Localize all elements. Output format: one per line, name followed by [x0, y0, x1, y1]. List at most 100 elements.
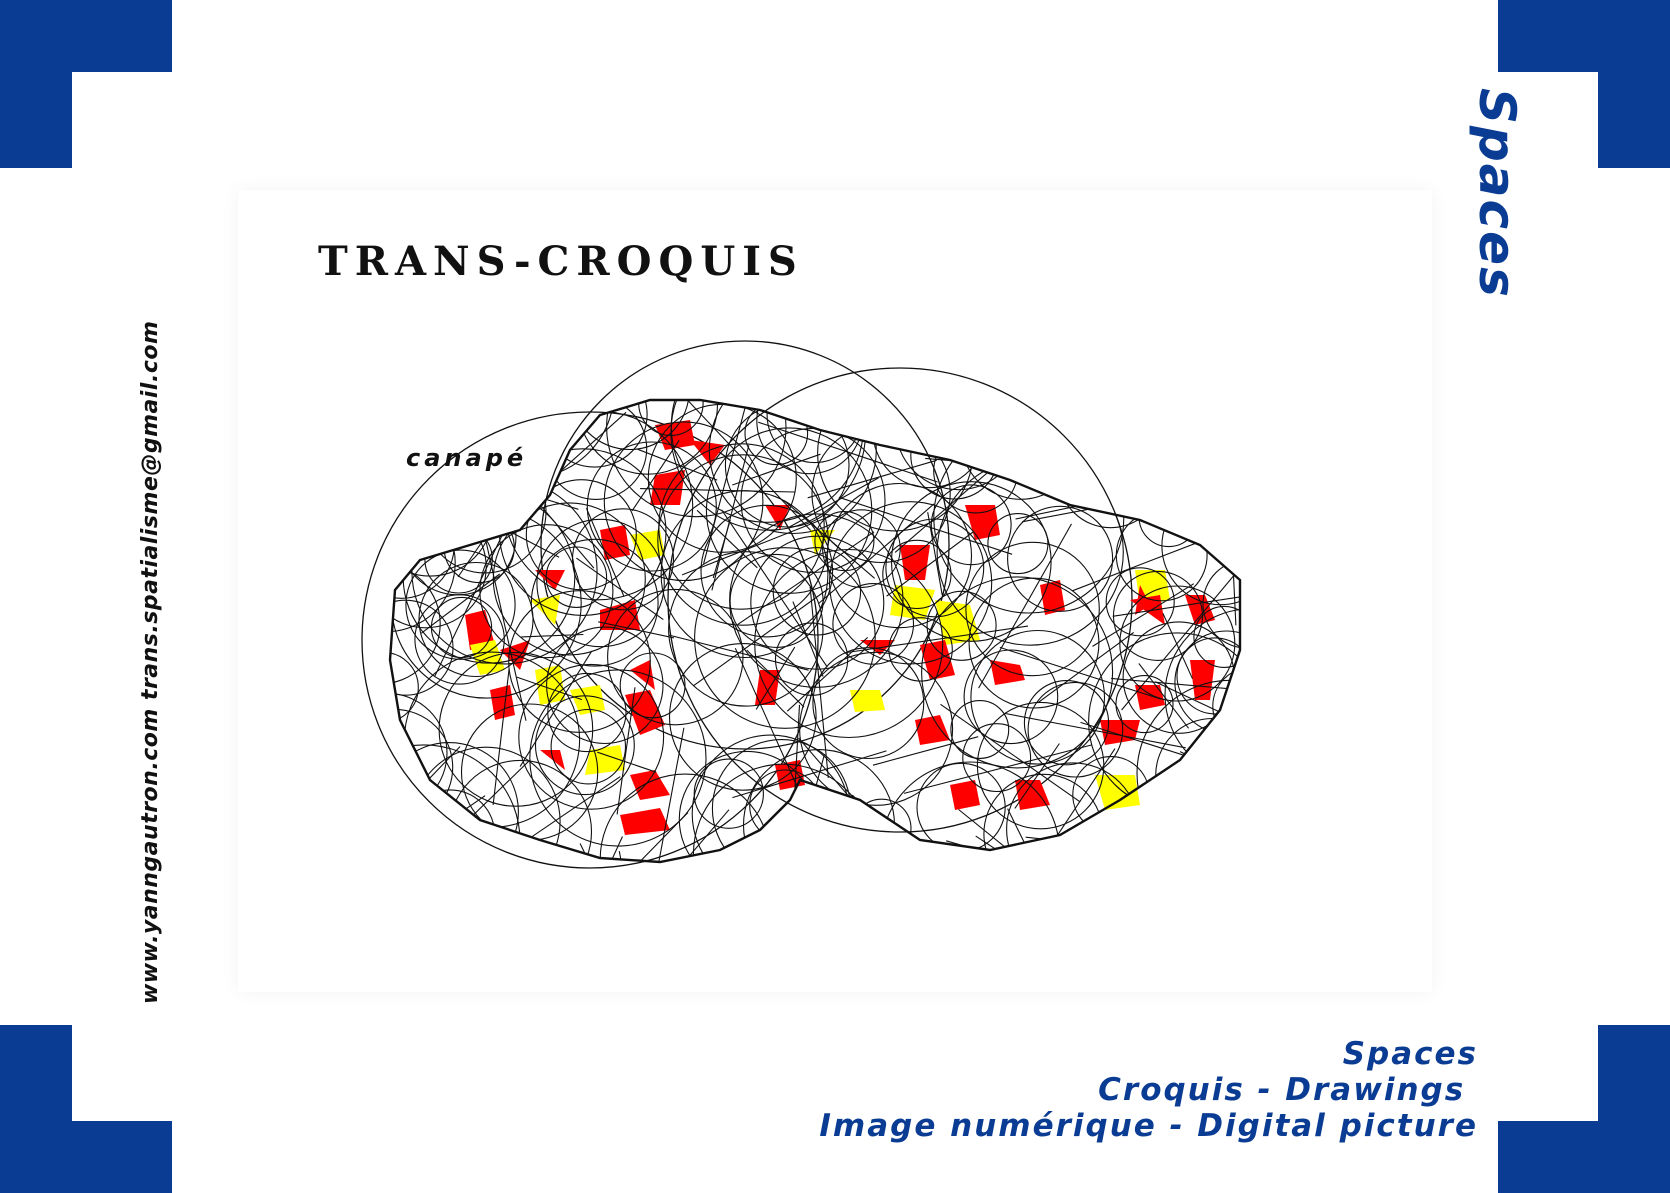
mesh-edge	[1226, 440, 1237, 626]
red-facet	[915, 715, 950, 745]
mesh-edge	[1007, 808, 1076, 862]
red-facet	[540, 750, 565, 770]
red-facet	[600, 600, 640, 630]
mesh-ring	[705, 427, 873, 594]
mesh-ring	[534, 695, 635, 796]
mesh-ring	[414, 594, 505, 685]
mesh-edge	[421, 573, 501, 634]
mesh-edge	[597, 751, 657, 773]
mesh-edge	[1114, 412, 1161, 490]
mesh-edge	[1215, 400, 1240, 479]
mesh-ring	[700, 504, 834, 638]
mesh-edge	[721, 509, 828, 668]
mesh-ring	[987, 513, 1049, 575]
mesh-ring	[1228, 400, 1240, 427]
mesh-edge	[792, 601, 824, 677]
mesh-edge	[1005, 712, 1186, 749]
mesh-ring	[525, 479, 637, 591]
mesh-ring	[390, 493, 456, 633]
yellow-facet	[535, 665, 565, 705]
mesh-edge	[872, 736, 979, 766]
mesh-edge	[711, 445, 750, 591]
mesh-edge	[1044, 863, 1109, 924]
mesh-edge	[732, 750, 887, 799]
mesh-edge	[1147, 785, 1210, 862]
red-facet	[1185, 595, 1215, 625]
mesh-edge	[434, 532, 504, 677]
mesh-ring	[1007, 505, 1114, 612]
digital-picture	[238, 190, 1432, 992]
mesh-edge	[505, 776, 621, 855]
mesh-edge	[734, 647, 808, 810]
mesh-ring	[826, 482, 973, 629]
mesh-edge	[807, 459, 937, 499]
mesh-ring	[518, 663, 665, 810]
mesh-edge	[441, 466, 579, 510]
mesh-edge	[737, 531, 875, 626]
red-facet	[1135, 585, 1150, 615]
mesh-ring	[1176, 637, 1240, 715]
mesh-ring	[569, 400, 690, 451]
mesh-ring	[1202, 559, 1240, 649]
mesh-ring	[965, 541, 1100, 677]
mesh-edge	[758, 421, 938, 483]
mesh-ring	[390, 787, 456, 862]
mesh-ring	[1115, 675, 1174, 734]
mesh-ring	[1143, 746, 1240, 862]
mesh-ring	[390, 692, 448, 814]
mesh-edge	[886, 531, 974, 597]
mesh-edge	[681, 515, 831, 576]
mesh-edge	[1118, 847, 1159, 862]
caption-line-3: Image numérique - Digital picture	[819, 1108, 1478, 1144]
red-facet	[1100, 720, 1140, 745]
mesh-ring	[390, 563, 441, 685]
red-facet	[1015, 780, 1050, 810]
mesh-edge	[798, 737, 929, 862]
mesh-edge	[851, 794, 954, 862]
yellow-facet	[850, 690, 885, 712]
mesh-edge	[1242, 393, 1385, 437]
mesh-edge	[1072, 535, 1216, 592]
mesh-edge	[273, 667, 385, 766]
mesh-ring	[1136, 679, 1240, 862]
mesh-edge	[771, 823, 832, 832]
yellow-facet	[935, 600, 980, 645]
mesh-ring	[693, 758, 764, 829]
caption-line-1: Spaces	[1342, 1036, 1478, 1072]
red-facet	[920, 640, 955, 680]
mesh-ring	[960, 400, 1081, 500]
mesh-ring	[822, 509, 901, 588]
mesh-edge	[1177, 773, 1240, 802]
mesh-ring	[508, 590, 651, 733]
mesh-edge	[1025, 836, 1202, 857]
mesh-ring	[882, 539, 952, 610]
mesh-ring	[390, 651, 419, 723]
mesh-ring	[390, 744, 521, 862]
mesh-edge	[1014, 743, 1060, 809]
mesh-ring	[1105, 567, 1175, 637]
mesh-ring	[668, 643, 817, 791]
sofa-outline	[388, 398, 1242, 864]
mesh-ring	[1122, 621, 1236, 734]
mesh-edge	[484, 538, 527, 721]
mesh-ring	[603, 421, 764, 582]
corner-bracket-top-right	[1498, 0, 1670, 168]
mesh-edge	[516, 676, 583, 701]
corner-bracket-bottom-left	[0, 1025, 172, 1193]
mesh-ring	[921, 576, 1114, 769]
mesh-edge	[1037, 631, 1135, 704]
mesh-edge	[685, 400, 811, 531]
mesh-edge	[794, 704, 801, 792]
mesh-edge	[1239, 861, 1240, 862]
mesh-edge	[521, 633, 584, 638]
mesh-edge	[750, 835, 785, 862]
mesh-edge	[746, 649, 805, 708]
mesh-ring	[1027, 681, 1124, 778]
mesh-edge	[1092, 583, 1195, 647]
mesh-edge	[1216, 752, 1240, 785]
mesh-edge	[598, 621, 675, 639]
mesh-edge	[1237, 474, 1240, 500]
mesh-ring	[926, 590, 997, 661]
mesh-ring	[962, 723, 1032, 793]
mesh-ring	[404, 789, 496, 862]
